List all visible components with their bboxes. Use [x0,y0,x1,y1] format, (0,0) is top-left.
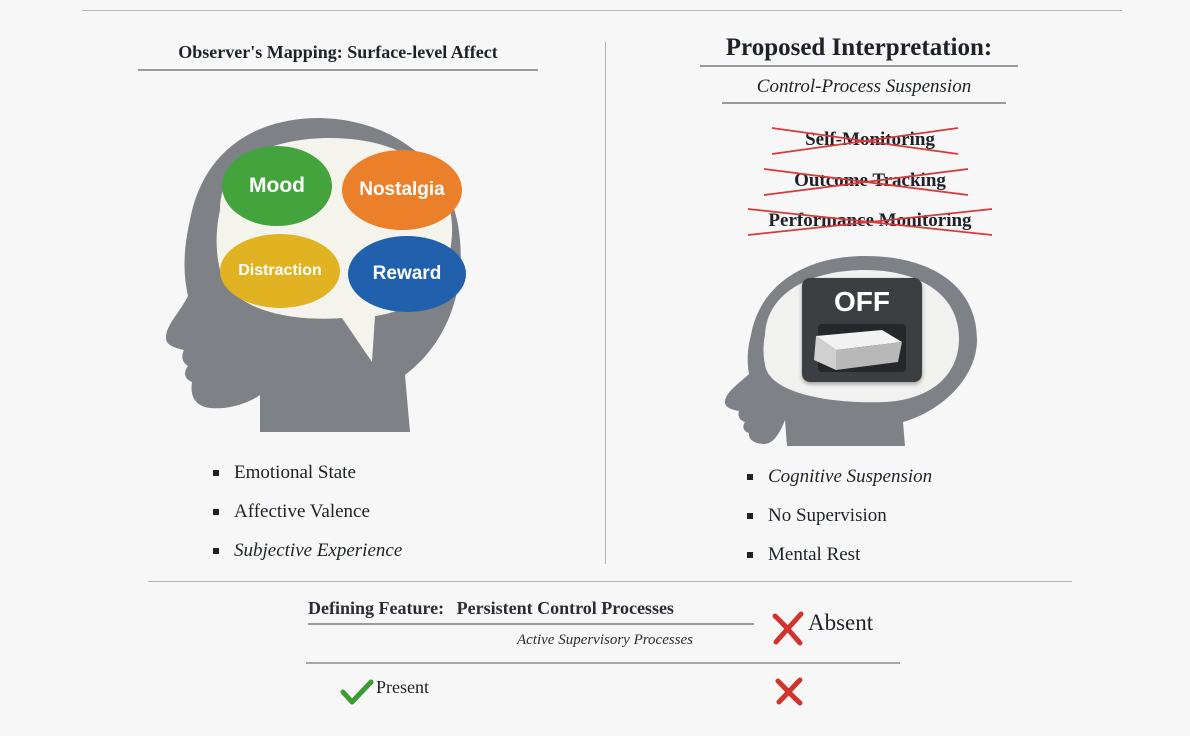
right-bullet-list: Cognitive Suspension No Supervision Ment… [746,464,932,581]
off-switch: OFF [802,278,922,382]
bubble-distraction-label: Distraction [238,262,322,279]
bottom-divider [306,662,900,664]
bullet-no-supervision: No Supervision [746,503,932,542]
switch-rocker [814,330,902,370]
struck-outcome-tracking-label: Outcome Tracking [794,170,946,191]
bubble-nostalgia: Nostalgia [342,150,462,230]
absent-label: Absent [808,610,874,635]
bullet-emotional-state: Emotional State [212,460,402,499]
left-panel-title: Observer's Mapping: Surface-level Affect [138,42,538,71]
cross-icon-present-row [775,677,803,706]
bubble-mood: Mood [222,146,332,226]
bullet-cognitive-suspension: Cognitive Suspension [746,464,932,503]
struck-performance-monitoring: Performance Monitoring [752,210,988,232]
defining-feature-value: Persistent Control Processes [456,598,674,618]
right-panel-title: Proposed Interpretation: [700,34,1018,67]
off-label: OFF [834,286,890,317]
struck-self-monitoring: Self-Monitoring [780,129,960,151]
bubble-mood-label: Mood [249,174,305,197]
right-panel-subtitle: Control-Process Suspension [722,76,1006,104]
section-divider [148,581,1072,582]
defining-feature-subtitle: Active Supervisory Processes [516,632,694,648]
bubble-reward-label: Reward [372,263,442,284]
top-divider [82,10,1122,11]
present-label: Present [376,677,429,697]
check-icon [340,679,374,705]
bubble-nostalgia-label: Nostalgia [359,179,445,200]
struck-performance-monitoring-label: Performance Monitoring [768,210,972,231]
bullet-affective-valence: Affective Valence [212,499,402,538]
struck-self-monitoring-label: Self-Monitoring [805,129,935,150]
defining-feature-line: Defining Feature: Persistent Control Pro… [308,598,754,625]
left-bullet-list: Emotional State Affective Valence Subjec… [212,460,402,577]
column-divider [605,42,606,564]
defining-feature-label: Defining Feature: [308,598,445,618]
bullet-subjective-experience: Subjective Experience [212,538,402,577]
struck-outcome-tracking: Outcome Tracking [770,170,970,192]
bubble-distraction: Distraction [220,234,340,308]
bullet-mental-rest: Mental Rest [746,542,932,581]
bubble-reward: Reward [348,236,466,312]
cross-icon [772,611,804,646]
